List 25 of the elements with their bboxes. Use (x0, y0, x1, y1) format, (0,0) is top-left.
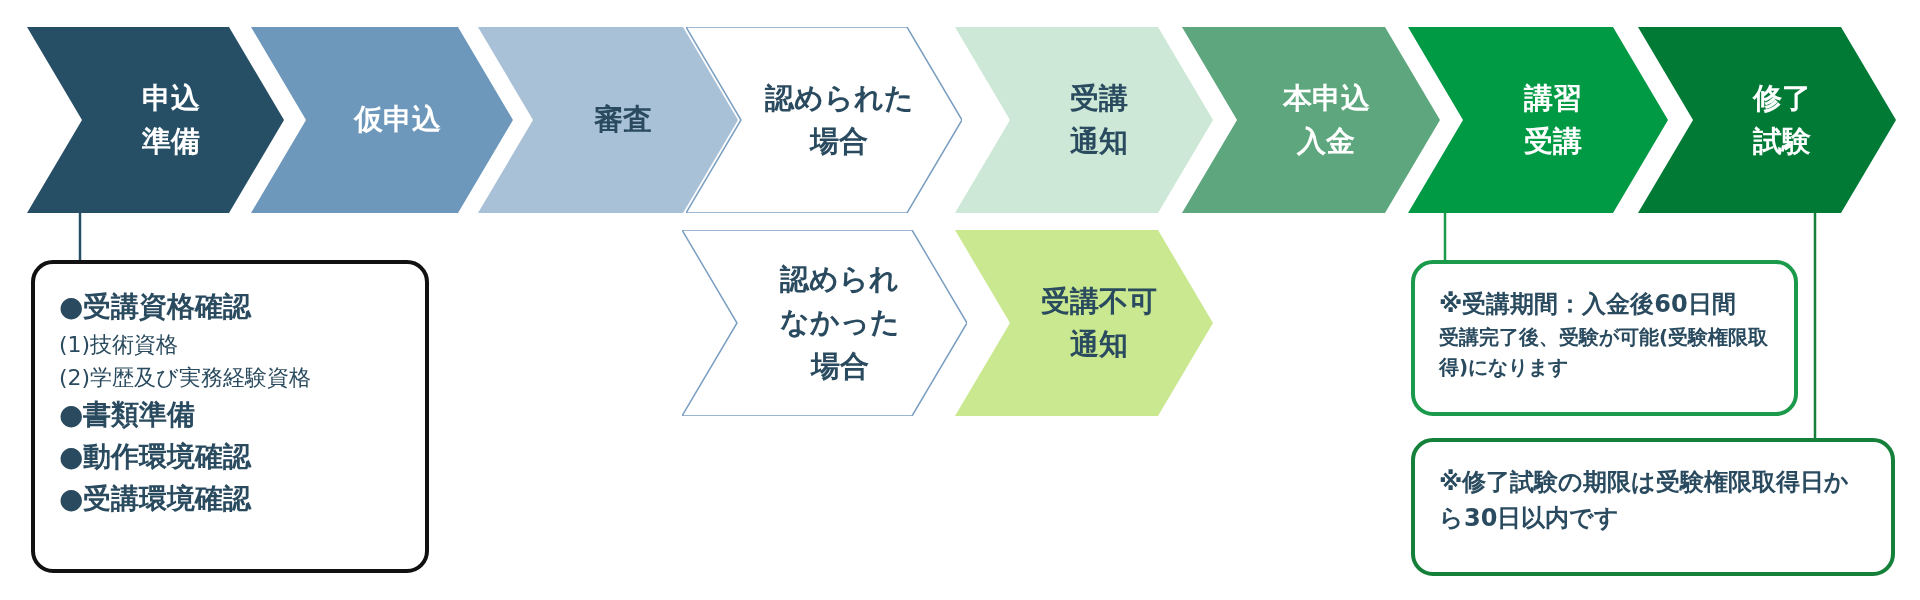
leader-line (1443, 213, 1447, 260)
step-label: 申込準備 (140, 79, 201, 160)
note-text: ●受講環境確認 (59, 481, 253, 517)
note-text: ●書類準備 (59, 397, 197, 433)
step-label: 受講不可通知 (1040, 282, 1158, 363)
note-box (1411, 260, 1798, 416)
note-text: ●動作環境確認 (59, 439, 253, 475)
note-box (1411, 438, 1895, 576)
note-text: ●受講資格確認 (59, 289, 253, 325)
step-label: 認められた場合 (764, 79, 914, 160)
step-label: 仮申込 (352, 101, 442, 138)
note-text: (1)技術資格 (59, 331, 180, 359)
note-text: ※修了試験の期限は受験権限取得日から30日以内です (1439, 467, 1851, 534)
note-text: 受講完了後、受験が可能(受験権限取得)になります (1439, 324, 1770, 381)
leader-line (1813, 213, 1817, 438)
note-text: (2)学歴及び実務経験資格 (59, 364, 313, 392)
step-label: 受講通知 (1069, 79, 1129, 160)
step-label: 審査 (593, 101, 653, 138)
note-text: ※受講期間：入金後60日間 (1439, 289, 1737, 320)
step-label: 修了試験 (1751, 79, 1812, 160)
note-box (31, 260, 429, 573)
step-label: 講習受講 (1522, 79, 1583, 160)
leader-line (78, 213, 82, 260)
step-label: 本申込入金 (1281, 79, 1371, 160)
step-label: 認められなかった場合 (779, 260, 900, 385)
